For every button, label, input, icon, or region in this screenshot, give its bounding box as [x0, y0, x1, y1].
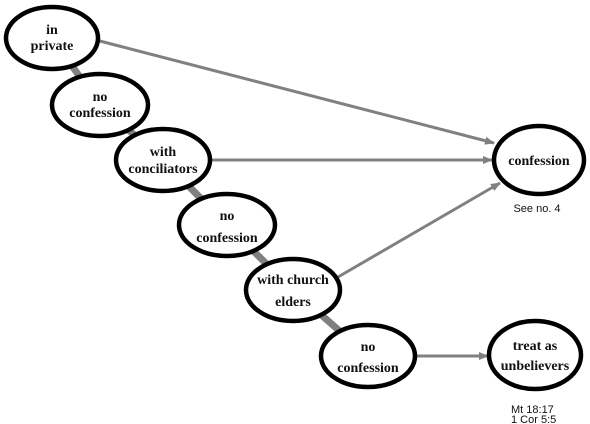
confession-note: See no. 4	[513, 203, 560, 215]
node-treat-as-unbelievers-line-1: treat as	[513, 339, 558, 354]
node-with-church-elders: with church elders	[243, 256, 343, 324]
node-with-church-elders-line-2: elders	[275, 295, 311, 310]
arrow-elders-to-confession	[337, 181, 501, 279]
node-with-church-elders-line-1: with church	[257, 273, 329, 288]
unbelievers-ref-2: 1 Cor 5:5	[511, 414, 556, 424]
node-no-confession-3: no confession	[318, 322, 418, 390]
node-with-conciliators: with conciliators	[113, 126, 213, 194]
node-no-confession-3-line-1: no	[361, 340, 376, 355]
node-no-confession-2: no confession	[176, 191, 278, 259]
node-in-private: in private	[3, 4, 101, 72]
node-no-confession-3-line-2: confession	[337, 361, 399, 376]
node-no-confession-2-line-1: no	[220, 209, 235, 224]
node-confession-line-1: confession	[508, 154, 570, 169]
node-treat-as-unbelievers-line-2: unbelievers	[501, 359, 570, 374]
node-in-private-line-2: private	[31, 39, 74, 54]
node-confession: confession	[491, 123, 587, 197]
node-with-conciliators-line-1: with	[150, 145, 177, 160]
arrow-private-to-confession	[95, 38, 495, 145]
node-in-private-line-1: in	[46, 23, 58, 38]
unbelievers-ref-1: Mt 18:17	[511, 404, 554, 416]
node-treat-as-unbelievers: treat as unbelievers	[486, 318, 584, 392]
node-no-confession-2-line-2: confession	[196, 231, 258, 246]
node-no-confession-1-line-1: no	[93, 90, 108, 105]
node-no-confession-1: no confession	[49, 71, 151, 139]
node-with-conciliators-line-2: conciliators	[128, 162, 198, 177]
node-no-confession-1-line-2: confession	[69, 106, 131, 121]
arrows	[95, 38, 501, 360]
